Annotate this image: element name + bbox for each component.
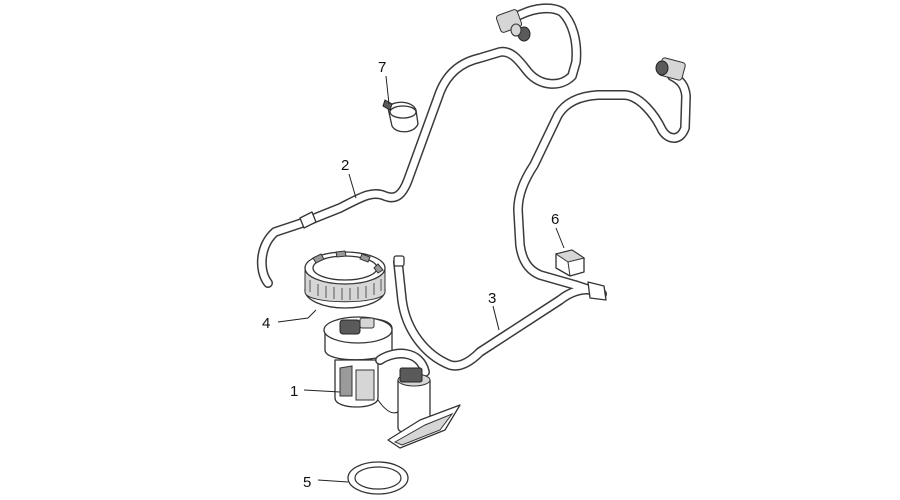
hose-3-connector: [655, 57, 686, 81]
callout-labels: 7 2 6 3 4 1 5: [262, 59, 559, 491]
leader-5: [317, 479, 349, 483]
callout-4: 4: [262, 315, 270, 332]
fuel-hose-3: [393, 57, 691, 371]
leader-1: [303, 389, 341, 393]
leader-3: [492, 305, 500, 331]
locking-ring-4: [304, 250, 386, 309]
hose-clamp-7: [382, 99, 419, 133]
callout-3: 3: [488, 290, 496, 307]
callout-2: 2: [341, 157, 349, 174]
callout-7: 7: [378, 59, 386, 76]
fuel-hose-2: [256, 3, 582, 288]
callout-1: 1: [290, 383, 298, 400]
hose-2-connector: [495, 9, 531, 42]
leader-7: [385, 75, 390, 105]
seal-ring-5: [347, 461, 409, 495]
fuel-pump-assembly-1: [323, 316, 461, 449]
connector-clip-6: [554, 249, 586, 277]
callout-5: 5: [303, 474, 311, 491]
leader-6: [555, 227, 565, 249]
leader-lines: [277, 75, 565, 483]
callout-6: 6: [551, 211, 559, 228]
leader-4: [277, 309, 317, 323]
leader-2: [348, 173, 357, 199]
